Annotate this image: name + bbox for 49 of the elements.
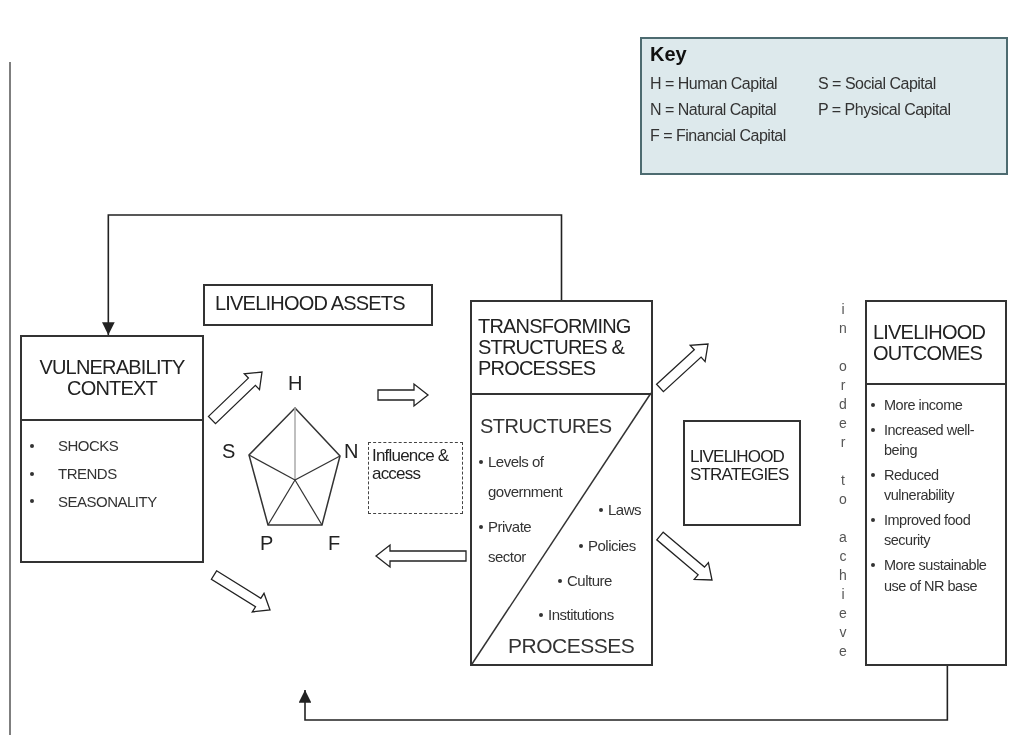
key-entry: P = Physical Capital — [818, 101, 952, 119]
key-entry: H = Human Capital — [650, 75, 779, 93]
capital-letter: P — [260, 532, 274, 555]
key-box — [640, 37, 1008, 175]
list-item: More sustainable use of NR base — [884, 557, 987, 594]
dashed-box — [368, 442, 463, 514]
process-box — [470, 300, 653, 666]
list-item: SEASONALITY — [58, 492, 157, 510]
section-heading: STRUCTURES — [480, 415, 612, 437]
capital-letter: H — [288, 372, 303, 395]
list-item: Increased well-being — [884, 421, 974, 459]
process-box — [203, 284, 433, 326]
list-item: Reduced vulnerability — [884, 466, 955, 504]
capital-letter: N — [344, 440, 359, 463]
key-entry: F = Financial Capital — [650, 127, 787, 145]
hollow-arrow — [207, 371, 263, 425]
arrow — [298, 665, 949, 721]
list-item: More income — [884, 397, 963, 413]
capital-letter: F — [328, 532, 341, 555]
section-heading: PROCESSES — [508, 634, 635, 658]
list-item: Levels of government — [488, 453, 563, 500]
list-item: Laws — [608, 501, 642, 518]
hollow-arrow — [655, 531, 713, 581]
list-item: Improved food security — [884, 511, 971, 549]
box-heading: LIVELIHOOD STRATEGIES — [689, 446, 790, 486]
key-entry: N = Natural Capital — [650, 101, 778, 119]
capital-letter: S — [222, 440, 236, 463]
hollow-arrow — [210, 569, 271, 613]
list-item: SHOCKS — [58, 437, 119, 454]
box-heading: VULNERABILITY CONTEXT — [38, 357, 186, 399]
arrow — [101, 214, 563, 336]
key-entry: S = Social Capital — [818, 75, 937, 93]
box-heading: LIVELIHOOD OUTCOMES — [873, 321, 987, 364]
list-item: Institutions — [548, 606, 614, 623]
list-item: Policies — [588, 537, 636, 554]
list-item: Private sector — [488, 518, 532, 565]
hollow-arrow — [374, 543, 467, 569]
process-box — [683, 420, 801, 526]
process-box — [20, 335, 204, 563]
box-heading: Influence & access — [371, 445, 450, 485]
box-heading: TRANSFORMING STRUCTURES & PROCESSES — [478, 316, 632, 379]
list-item: TRENDS — [58, 464, 117, 482]
key-title: Key — [650, 43, 687, 66]
list-item: Culture — [567, 572, 612, 589]
hollow-arrow — [655, 343, 709, 393]
process-box — [865, 300, 1007, 666]
vertical-text: in order to achieve — [838, 300, 848, 661]
hollow-arrow — [377, 382, 430, 408]
box-heading: LIVELIHOOD ASSETS — [214, 291, 406, 316]
